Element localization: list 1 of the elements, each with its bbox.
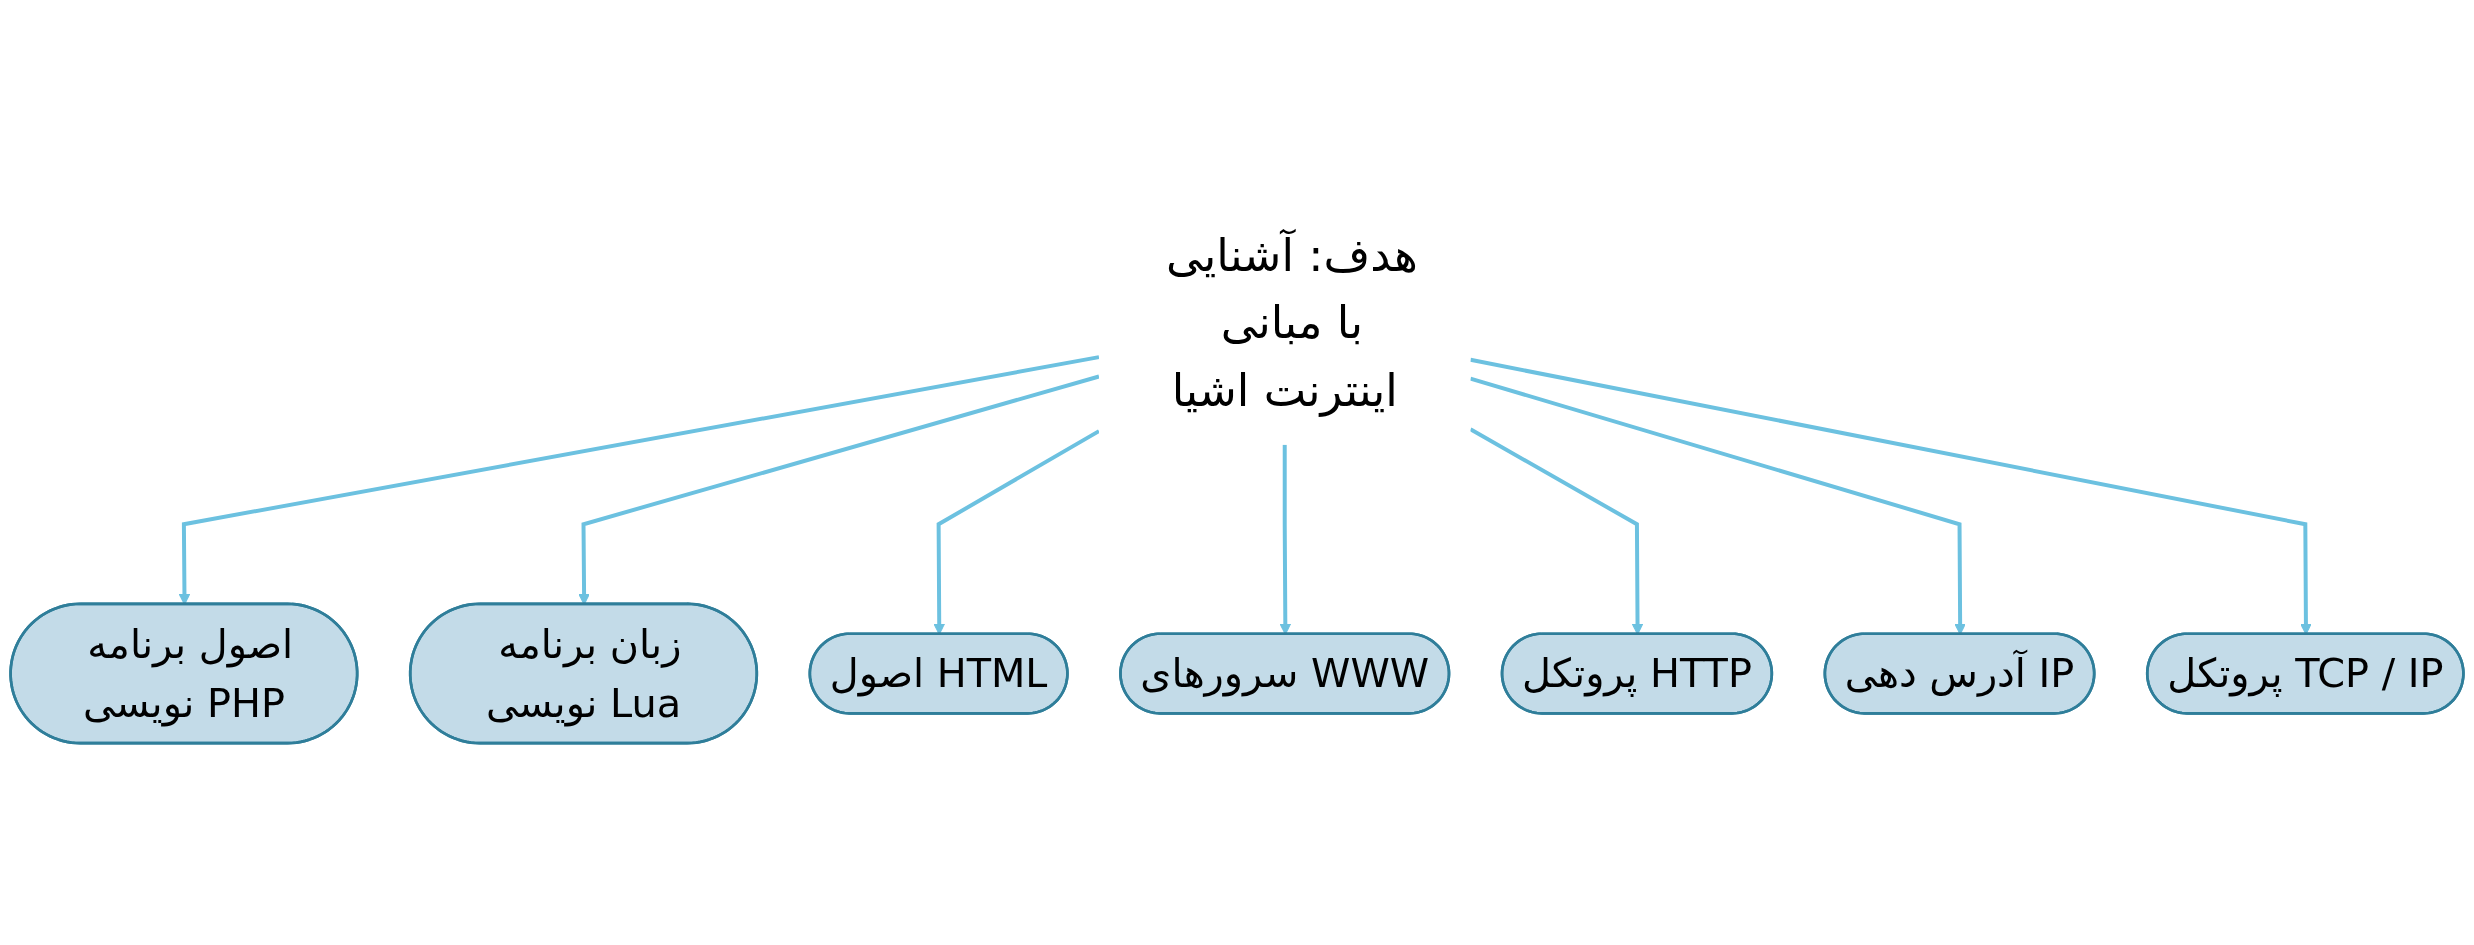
node-text: هدف: آشنایی با مبانی اینترنت اشیا [1166, 228, 1418, 417]
